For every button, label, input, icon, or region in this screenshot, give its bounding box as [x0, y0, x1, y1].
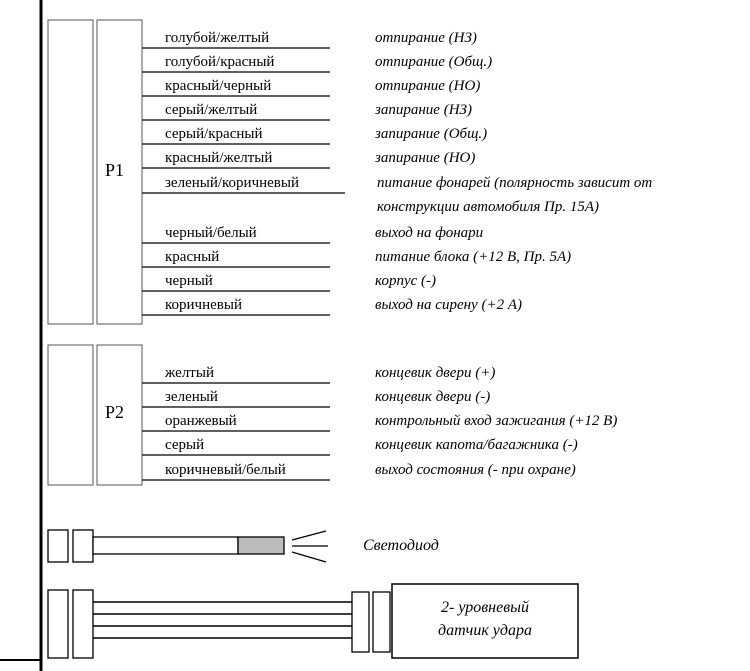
p1-wire-color: голубой/желтый: [165, 30, 270, 46]
p1-housing-inner: [96, 19, 143, 325]
p1-wire-color: красный: [165, 249, 220, 265]
p2-wire-color: желтый: [165, 365, 214, 381]
p2-wire-color: оранжевый: [165, 413, 237, 429]
p1-housing-outer: [47, 19, 94, 325]
p1-wire-color: серый/желтый: [165, 102, 258, 118]
p1-wire-lines: [142, 47, 345, 316]
p1-wire-desc: запирание (Общ.): [375, 126, 488, 142]
p1-wire-color: зеленый/коричневый: [165, 175, 299, 191]
p2-housing-outer: [47, 344, 94, 486]
sensor-box: [391, 583, 579, 659]
p2-wire-color: коричневый/белый: [165, 462, 286, 478]
p1-wire-desc: питание блока (+12 В, Пр. 5А): [375, 249, 572, 265]
p1-wire-color: красный/желтый: [165, 150, 273, 166]
p1-wire-color: красный/черный: [165, 78, 272, 94]
led-cable: [92, 536, 239, 555]
led-connector-outer: [47, 529, 69, 563]
p1-wire-desc: отпирание (Общ.): [375, 54, 493, 70]
p1-wire-desc: корпус (-): [375, 273, 436, 289]
p2-wire-lines: [142, 382, 330, 481]
p2-wire-desc: концевик двери (-): [375, 389, 491, 405]
sensor-connector-outer: [47, 589, 69, 659]
sensor-connector-inner: [72, 589, 94, 659]
p1-wire-desc: запирание (НЗ): [375, 102, 472, 118]
p1-wire-color: черный: [165, 273, 213, 289]
p2-wire-desc: концевик капота/багажника (-): [375, 437, 578, 453]
p2-wire-desc: контрольный вход зажигания (+12 В): [375, 413, 618, 429]
p1-wire-desc: выход на фонари: [375, 225, 484, 241]
p1-wire-desc-cont: конструкции автомобиля Пр. 15А): [377, 199, 600, 215]
led-label: Светодиод: [363, 537, 439, 554]
p2-wire-desc: концевик двери (+): [375, 365, 496, 381]
sensor-label-line2: датчик удара: [438, 622, 532, 639]
p1-wire-desc: питание фонарей (полярность зависит от: [377, 175, 653, 191]
p2-wire-color: зеленый: [165, 389, 218, 405]
p2-wire-color: серый: [165, 437, 205, 453]
p1-wire-desc: отпирание (НО): [375, 78, 481, 94]
p1-wire-color: голубой/красный: [165, 54, 275, 70]
led-connector-inner: [72, 529, 94, 563]
p2-housing-inner: [96, 344, 143, 486]
sensor-cable: [93, 601, 352, 639]
p1-wire-color: серый/красный: [165, 126, 263, 142]
p1-wire-desc: запирание (НО): [375, 150, 476, 166]
p2-wire-desc: выход состояния (- при охране): [375, 462, 576, 478]
p1-wire-color: черный/белый: [165, 225, 257, 241]
p1-wire-desc: выход на сирену (+2 А): [375, 297, 522, 313]
p1-wire-desc: отпирание (НЗ): [375, 30, 477, 46]
p1-label: P1: [105, 160, 125, 180]
sensor-plug-outer: [351, 591, 370, 653]
sensor-label-line1: 2- уровневый: [441, 599, 529, 616]
p2-label: P2: [105, 402, 125, 422]
led-lamp: [237, 536, 285, 555]
led-light-rays: [291, 530, 328, 563]
sensor-plug-inner: [372, 591, 391, 653]
p1-wire-color: коричневый: [165, 297, 242, 313]
